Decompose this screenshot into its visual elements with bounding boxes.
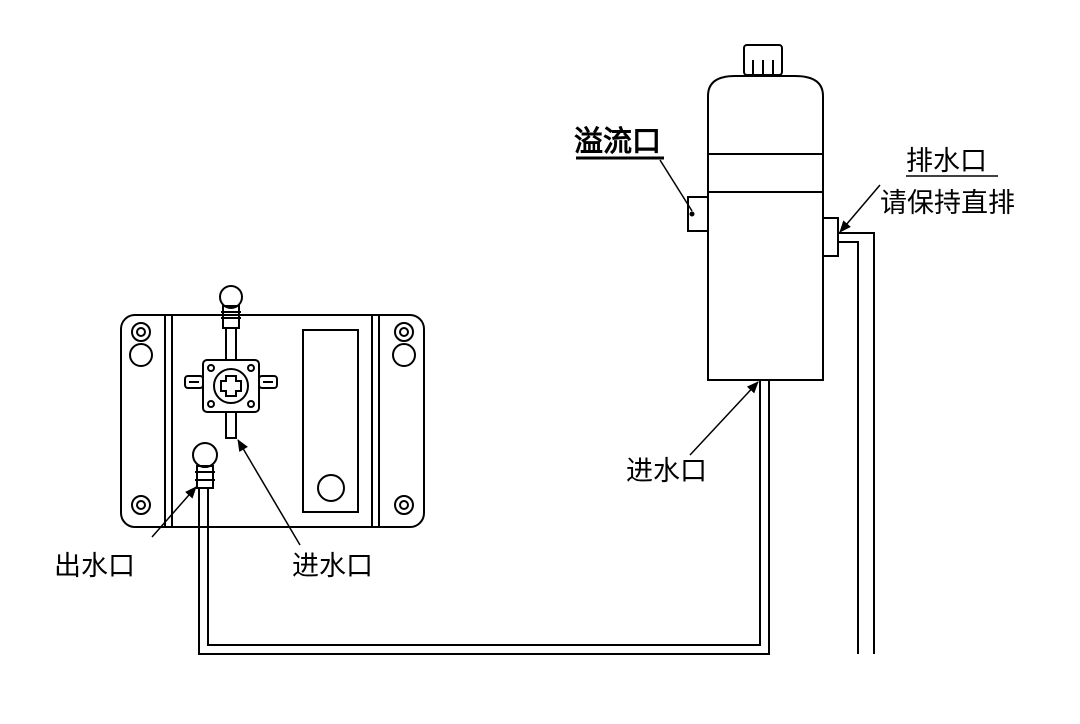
water-tank	[687, 44, 839, 381]
leader-lines	[151, 159, 881, 546]
tank-inlet-label: 进水口	[626, 456, 707, 487]
overflow-label: 溢流口	[574, 124, 661, 158]
screw-icon	[392, 322, 416, 367]
top-elbow-fitting	[219, 285, 243, 361]
screw-icon	[131, 495, 151, 515]
pump-outlet-label: 出水口	[54, 551, 135, 582]
drain-note-label: 请保持直排	[880, 188, 1015, 219]
screw-icon	[394, 495, 414, 515]
overflow-port	[687, 196, 709, 232]
pump-display-panel	[302, 329, 359, 513]
drain-label: 排水口	[906, 146, 987, 177]
tubing	[198, 232, 875, 655]
screw-icon	[129, 322, 153, 367]
pump-unit	[120, 285, 425, 528]
pump-head	[184, 359, 278, 439]
drain-port	[822, 217, 839, 257]
pump-mounting-plate	[120, 314, 425, 528]
pump-inlet-label: 进水口	[292, 551, 373, 582]
pump-knob-icon	[317, 474, 345, 502]
outlet-fitting	[192, 442, 218, 489]
